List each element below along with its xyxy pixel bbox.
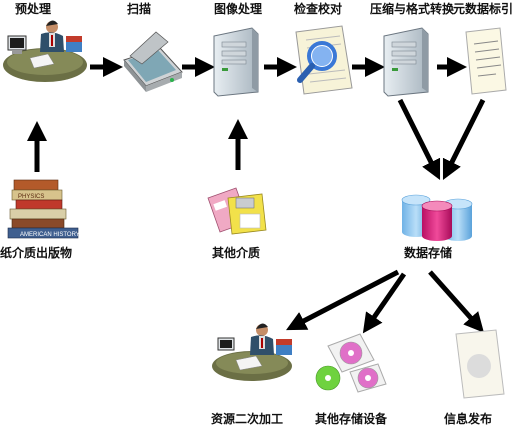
floppy-disks-icon — [207, 187, 267, 235]
document-magnifier-icon — [295, 25, 353, 95]
cd-discs-icon — [315, 333, 387, 393]
book-spine-physics: PHYSICS — [18, 194, 44, 200]
label-scan: 扫描 — [127, 2, 152, 16]
arrow-storage-to-other-devices — [362, 272, 407, 334]
computer-tower-icon — [213, 27, 259, 97]
person-desk-icon — [3, 20, 87, 82]
arrow-compress-to-storage — [397, 98, 441, 181]
computer-tower-icon — [383, 27, 429, 97]
person-desk-icon — [212, 323, 292, 381]
scanner-icon — [123, 31, 183, 92]
label-resource-reprocessing: 资源二次加工 — [211, 412, 284, 426]
books-stack-icon: PHYSICS AMERICAN HISTORY — [7, 179, 80, 239]
book-spine-american-history: AMERICAN HISTORY — [20, 232, 80, 238]
label-compress-convert: 压缩与格式转换 — [370, 2, 455, 16]
label-check-proofread: 检查校对 — [294, 2, 343, 16]
label-paper-media: 纸介质出版物 — [0, 246, 73, 260]
label-data-storage: 数据存储 — [404, 246, 453, 260]
arrows — [27, 57, 486, 334]
label-info-publish: 信息发布 — [444, 412, 493, 426]
document-icon — [455, 329, 505, 399]
database-icon — [401, 194, 473, 241]
label-metadata-tagging: 元数据标引 — [453, 2, 513, 16]
arrow-metadata-to-storage — [442, 98, 486, 181]
arrow-storage-to-publish — [428, 270, 484, 333]
label-image-processing: 图像处理 — [214, 2, 263, 16]
label-other-media: 其他介质 — [212, 246, 261, 260]
label-preprocess: 预处理 — [15, 2, 52, 16]
document-icon — [465, 27, 507, 95]
label-other-storage-devices: 其他存储设备 — [315, 412, 388, 426]
arrow-storage-to-reprocessing — [286, 269, 400, 331]
